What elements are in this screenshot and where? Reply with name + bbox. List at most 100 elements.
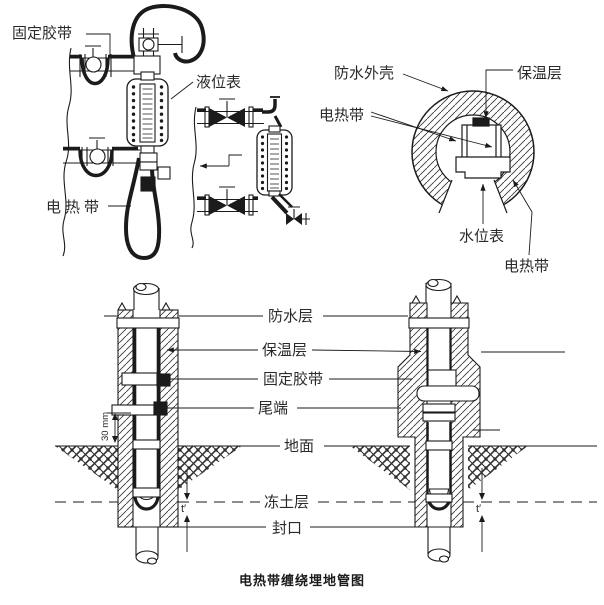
leader-line [512, 179, 533, 256]
cable-junction-box [140, 176, 156, 192]
break-mark [117, 301, 171, 311]
buried-pipe-right [350, 278, 565, 563]
valve-stem [89, 137, 105, 149]
gauge-sight-tube [139, 83, 156, 143]
valve-ball [142, 38, 155, 51]
dimension-arrowhead [112, 413, 118, 420]
gauge-scale-ticks [270, 138, 279, 189]
soil-patch [468, 446, 528, 490]
gauge-dots [260, 135, 289, 191]
pipe-bottom-cap-bump [438, 555, 450, 563]
gauge-installation-left [62, 4, 206, 261]
gauge-drain-fitting [139, 161, 158, 171]
pipe-bottom-cap-bump [146, 557, 158, 565]
label-column-leaders [55, 315, 597, 528]
side-tab-fitting [157, 166, 171, 180]
pipe-line [133, 288, 160, 310]
flange-band [422, 412, 456, 422]
heating-cable [426, 322, 452, 370]
gauge-inlet [273, 115, 283, 128]
gauge-section-wall [466, 125, 497, 159]
pipe-line [427, 527, 451, 554]
heating-cable-balloon [129, 4, 206, 64]
drain-valve-stem [288, 206, 310, 225]
wall-break-line [62, 47, 72, 257]
gate-valve [209, 196, 245, 215]
tape-band [425, 493, 453, 503]
valve-stem [219, 186, 235, 205]
tail-end-block [153, 401, 168, 416]
label-ground: 地面 [284, 438, 314, 455]
pipe-top-cap-bump [427, 278, 439, 288]
buried-pipe-left [55, 282, 242, 565]
heating-cable-long-loop [123, 157, 162, 261]
valve-body [89, 148, 106, 165]
label-water-level-gauge: 水位表 [459, 228, 504, 245]
heating-cable-u-wrap [133, 493, 160, 511]
dim-t-right: t′ [476, 503, 481, 515]
leader-line [170, 81, 194, 100]
gauge-scale-ticks [142, 88, 153, 139]
label-tail-end: 尾端 [258, 400, 288, 417]
flange-tick [79, 54, 112, 77]
dimension-arrowhead [479, 493, 485, 500]
gate-valve [209, 108, 245, 127]
label-frozen-soil-layer: 冻土层 [264, 493, 309, 511]
leader-line [311, 348, 422, 355]
flange-tick [248, 106, 254, 128]
drain-valve [286, 213, 302, 225]
dimension-arrowhead [184, 493, 190, 500]
label-heating-cable: 电热带 [46, 199, 103, 216]
insulation-column [117, 309, 134, 528]
heating-cable-elbow [262, 99, 277, 114]
leader-line [370, 115, 493, 148]
label-waterproof-shell: 防水外壳 [334, 65, 394, 82]
ring-opening [439, 180, 507, 214]
label-seal: 封口 [272, 520, 302, 537]
label-fixing-tape: 固定胶带 [12, 25, 72, 42]
waterproof-band [116, 317, 180, 329]
flange-tick [248, 194, 254, 216]
gauge-base-plate [455, 156, 511, 179]
waterproof-band [408, 317, 470, 329]
drain-cable [278, 193, 293, 208]
label-insulation-layer: 保温层 [517, 65, 562, 82]
label-waterproof-layer: 防水层 [268, 308, 313, 325]
tape-clip [156, 373, 171, 387]
figure-caption: 电热带缠绕埋地管图 [238, 573, 365, 588]
gauge-sight-tube [266, 133, 283, 192]
soil-patch [55, 446, 118, 490]
gauge-installation-right [190, 96, 310, 249]
leader-line [402, 73, 449, 92]
gauge-top-cap [140, 71, 155, 81]
break-mark [411, 294, 462, 304]
valve-body [85, 56, 102, 73]
gauge-section-cap [472, 117, 490, 127]
wall-break-line [190, 106, 197, 249]
valve-stem [85, 45, 101, 57]
pipe-line [135, 527, 159, 556]
leader-line [483, 69, 513, 119]
dimension-arrowhead [479, 515, 485, 522]
dim-30mm: 30 mm [100, 412, 111, 441]
gauge-top-cap [268, 125, 281, 133]
heating-cable-loop [80, 57, 110, 86]
tail-band [111, 404, 155, 416]
gauge-section-body [461, 124, 502, 160]
label-level-gauge: 液位表 [196, 74, 241, 91]
heating-cable-loop [78, 149, 114, 178]
gauge-bottom-cap [140, 145, 155, 154]
bell-joint [416, 385, 480, 402]
pipe-top-cap-bump [135, 282, 147, 292]
leader-line [86, 33, 111, 57]
gauge-drain-fitting [139, 152, 158, 163]
dimension-arrowhead [112, 436, 118, 443]
pipe-cross-section [370, 69, 535, 256]
tee-fitting [133, 55, 161, 75]
socket-step [427, 369, 457, 387]
heating-cable [426, 422, 452, 496]
tape-band [121, 372, 159, 386]
tape-band [132, 487, 161, 498]
